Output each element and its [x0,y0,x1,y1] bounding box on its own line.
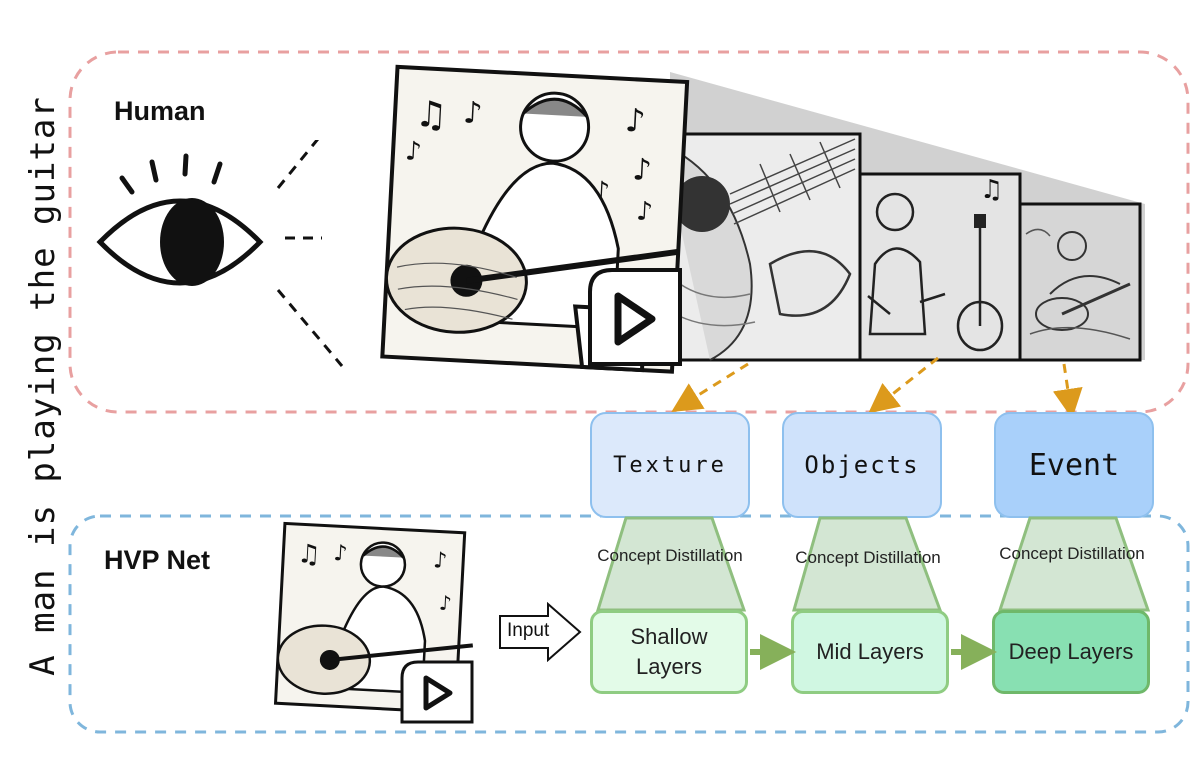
svg-text:♪: ♪ [433,548,448,574]
net-play-icon [400,660,474,724]
distillation-label-3: Concept Distillation [999,544,1145,563]
play-icon [588,268,682,366]
hvp-net-label: HVP Net [104,545,211,575]
layer-deep-label: Deep Layers [1008,639,1134,664]
svg-text:♪: ♪ [635,197,653,228]
layer-mid: Mid Layers [791,610,949,694]
concept-objects: Objects [782,412,942,518]
eye-icon [96,140,344,367]
svg-text:♪: ♪ [632,152,653,188]
svg-text:♪: ♪ [333,541,348,567]
frame-objects: ♫ [858,172,1022,362]
arrow-to-event [1052,363,1083,419]
svg-text:♫: ♫ [414,94,448,137]
svg-text:♪: ♪ [462,95,483,131]
distillation-label-1: Concept Distillation [597,546,743,565]
svg-text:♫: ♫ [297,539,322,570]
distillation-trapezoid-3 [997,516,1151,612]
concept-event-label: Event [1028,447,1120,483]
svg-text:♫: ♫ [980,175,1003,205]
concept-texture-label: Texture [613,452,727,478]
layer-shallow-label: Shallow Layers [630,624,708,679]
svg-text:♪: ♪ [624,101,646,140]
layer-mid-label: Mid Layers [816,639,924,664]
arrow-to-objects [868,356,939,414]
input-arrow [499,602,582,662]
arrow-to-texture [671,362,749,412]
distillation-trapezoid-1 [595,516,747,612]
human-label: Human [114,96,206,126]
input-label: Input [507,620,550,641]
frame-event [1016,202,1142,362]
frame-texture [656,132,862,362]
distillation-label-2: Concept Distillation [795,548,941,567]
video-frames: ♫ ♫ ♪ ♪ ♪ ♪ ♪ ♪ [380,64,1145,374]
svg-text:♪: ♪ [404,136,422,167]
layer-shallow: Shallow Layers [590,610,748,694]
svg-text:♪: ♪ [438,591,452,616]
concept-objects-label: Objects [804,451,920,479]
